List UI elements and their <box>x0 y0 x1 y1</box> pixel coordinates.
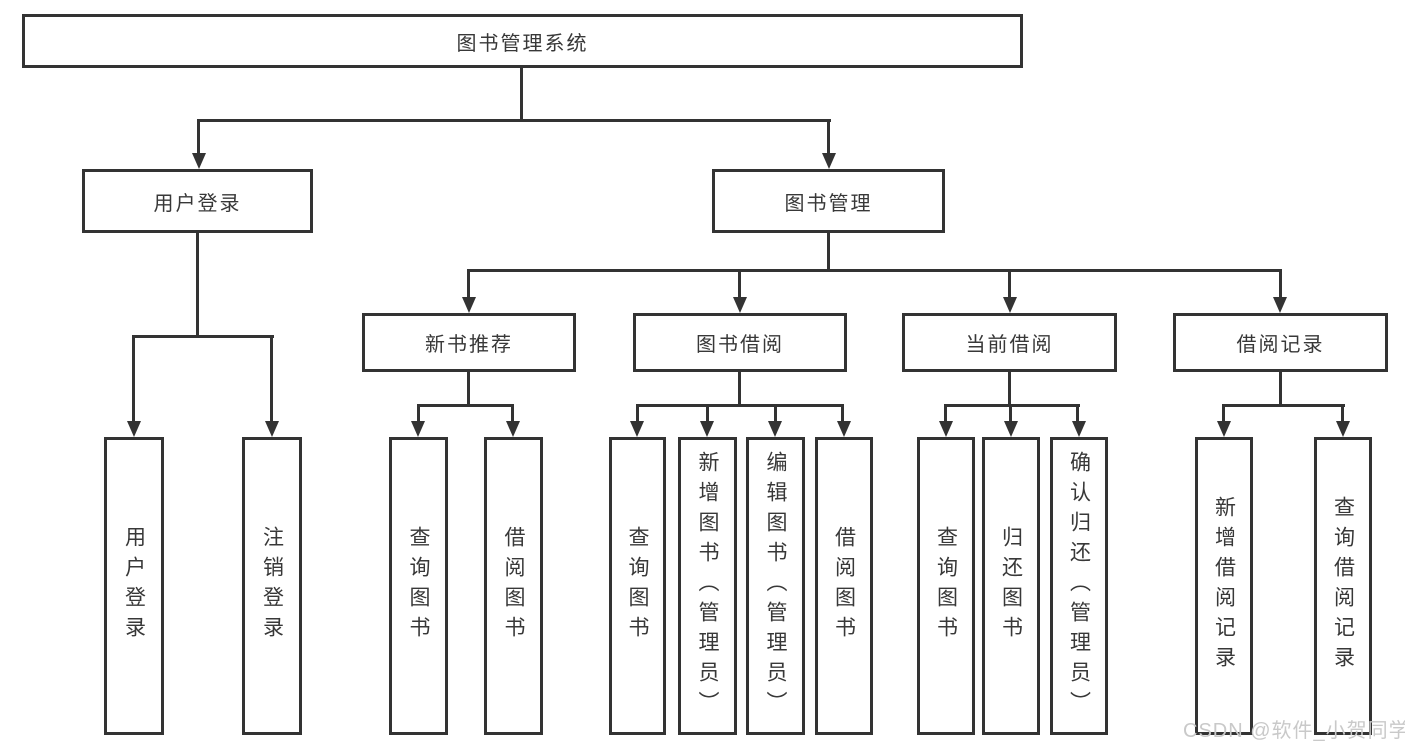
connector-line <box>827 233 830 271</box>
node-borrow-books-recommend-label: 借阅图书 <box>502 526 525 646</box>
connector-line <box>467 269 470 299</box>
arrow-down-icon <box>939 421 953 437</box>
connector-line <box>774 404 777 423</box>
connector-line <box>197 119 200 155</box>
arrow-down-icon <box>1072 421 1086 437</box>
connector-line <box>1076 404 1079 423</box>
connector-line <box>636 404 844 407</box>
node-return-books-label: 归还图书 <box>999 526 1023 646</box>
arrow-down-icon <box>630 421 644 437</box>
node-add-books-admin-label: 新增图书（管理员） <box>696 451 719 721</box>
connector-line <box>417 404 514 407</box>
connector-line <box>738 372 741 407</box>
arrow-down-icon <box>1004 421 1018 437</box>
node-add-books-admin: 新增图书（管理员） <box>678 437 737 735</box>
arrow-down-icon <box>1336 421 1350 437</box>
node-borrowing-records: 借阅记录 <box>1173 313 1388 372</box>
node-library-management-system: 图书管理系统 <box>22 14 1023 68</box>
arrow-down-icon <box>837 421 851 437</box>
connector-line <box>196 233 199 337</box>
connector-line <box>1009 404 1012 423</box>
node-logout: 注销登录 <box>242 437 302 735</box>
csdn-watermark: CSDN @软件_小贺同学 <box>1183 720 1405 742</box>
connector-line <box>1008 269 1011 299</box>
connector-line <box>132 335 274 338</box>
connector-line <box>1341 404 1344 423</box>
arrow-down-icon <box>462 297 476 313</box>
connector-line <box>636 404 639 423</box>
connector-line <box>132 335 135 423</box>
connector-line <box>270 335 273 423</box>
node-query-books-recommend: 查询图书 <box>389 437 448 735</box>
node-query-books-borrowing-label: 查询图书 <box>626 526 649 646</box>
node-book-management: 图书管理 <box>712 169 945 233</box>
node-query-books-current: 查询图书 <box>917 437 975 735</box>
node-borrow-books: 借阅图书 <box>815 437 873 735</box>
node-query-books-recommend-label: 查询图书 <box>407 526 430 646</box>
arrow-down-icon <box>192 153 206 169</box>
connector-line <box>417 404 420 423</box>
node-query-books-current-label: 查询图书 <box>934 526 958 646</box>
node-add-borrow-record: 新增借阅记录 <box>1195 437 1253 735</box>
node-new-book-recommendation: 新书推荐 <box>362 313 576 372</box>
connector-line <box>706 404 709 423</box>
connector-line <box>738 269 741 299</box>
connector-line <box>944 404 1080 407</box>
node-query-borrow-record: 查询借阅记录 <box>1314 437 1372 735</box>
node-query-borrow-record-label: 查询借阅记录 <box>1331 496 1355 676</box>
arrow-down-icon <box>265 421 279 437</box>
connector-line <box>1222 404 1345 407</box>
node-add-borrow-record-label: 新增借阅记录 <box>1212 496 1236 676</box>
arrow-down-icon <box>1273 297 1287 313</box>
node-edit-books-admin: 编辑图书（管理员） <box>746 437 805 735</box>
node-borrow-books-recommend: 借阅图书 <box>484 437 543 735</box>
arrow-down-icon <box>1217 421 1231 437</box>
connector-line <box>944 404 947 423</box>
arrow-down-icon <box>411 421 425 437</box>
connector-line <box>1279 372 1282 407</box>
connector-line <box>467 269 1282 272</box>
arrow-down-icon <box>733 297 747 313</box>
arrow-down-icon <box>700 421 714 437</box>
node-user-login-leaf-label: 用户登录 <box>122 526 146 646</box>
connector-line <box>1222 404 1225 423</box>
node-borrow-books-label: 借阅图书 <box>832 526 856 646</box>
node-book-borrowing: 图书借阅 <box>633 313 847 372</box>
arrow-down-icon <box>822 153 836 169</box>
connector-line <box>511 404 514 423</box>
connector-line <box>827 119 830 155</box>
node-return-books: 归还图书 <box>982 437 1040 735</box>
arrow-down-icon <box>1003 297 1017 313</box>
node-edit-books-admin-label: 编辑图书（管理员） <box>764 451 787 721</box>
connector-line <box>467 372 470 407</box>
arrow-down-icon <box>127 421 141 437</box>
connector-line <box>841 404 844 423</box>
arrow-down-icon <box>506 421 520 437</box>
node-user-login-leaf: 用户登录 <box>104 437 164 735</box>
connector-line <box>1008 372 1011 407</box>
connector-line <box>1279 269 1282 299</box>
connector-line <box>520 66 523 120</box>
node-confirm-return-admin-label: 确认归还（管理员） <box>1067 451 1091 721</box>
arrow-down-icon <box>768 421 782 437</box>
node-query-books-borrowing: 查询图书 <box>609 437 666 735</box>
node-user-login: 用户登录 <box>82 169 313 233</box>
node-current-borrowing: 当前借阅 <box>902 313 1117 372</box>
node-confirm-return-admin: 确认归还（管理员） <box>1050 437 1108 735</box>
node-logout-label: 注销登录 <box>260 526 284 646</box>
connector-line <box>197 119 831 122</box>
